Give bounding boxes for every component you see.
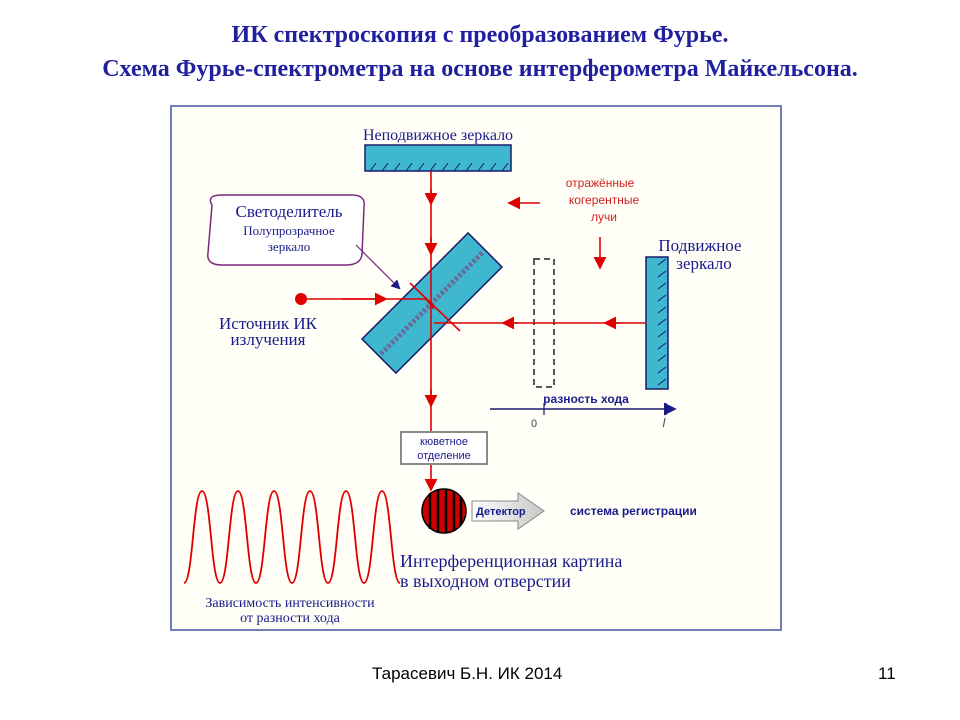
reflected-beams-label-3: лучи	[591, 210, 617, 224]
path-difference-label: разность хода	[543, 392, 629, 406]
movable-mirror-label-1: Подвижное	[658, 236, 741, 255]
reflected-beams-label-2: когерентные	[569, 193, 640, 207]
michelson-diagram: Неподвижное зеркало Подвижное зеркало	[183, 127, 742, 626]
movable-mirror	[645, 256, 669, 390]
intensity-dependence-label-2: от разности хода	[240, 611, 341, 626]
cuvette-label-1: кюветное	[420, 436, 468, 448]
registration-label: система регистрации	[570, 504, 697, 518]
beamsplitter	[360, 231, 504, 375]
beamsplitter-sub-1: Полупрозрачное	[243, 223, 335, 238]
intensity-dependence-label-1: Зависимость интенсивности	[205, 596, 375, 611]
slide-title-line-2: Схема Фурье-спектрометра на основе интер…	[102, 56, 858, 82]
michelson-diagram-panel: Неподвижное зеркало Подвижное зеркало	[170, 105, 782, 631]
light-beams	[302, 171, 646, 493]
footer-author: Тарасевич Б.Н. ИК 2014	[372, 664, 563, 683]
interference-label-2: в выходном отверстии	[400, 571, 571, 591]
beamsplitter-sub-2: зеркало	[268, 239, 310, 254]
reflected-beams-label-1: отражённые	[566, 176, 635, 190]
fixed-mirror-label: Неподвижное зеркало	[363, 127, 513, 144]
cuvette-label-2: отделение	[417, 450, 471, 462]
detector-label: Детектор	[476, 506, 526, 518]
ir-source-dot	[295, 293, 307, 305]
ir-source-label-2: излучения	[231, 330, 306, 349]
beamsplitter-callout	[207, 194, 365, 266]
interference-label-1: Интерференционная картина	[400, 551, 622, 571]
movable-mirror-label-2: зеркало	[676, 254, 731, 273]
detector-arrow	[471, 492, 545, 530]
interference-pattern-disc	[421, 488, 467, 534]
fixed-mirror	[364, 144, 512, 172]
intensity-curve	[183, 490, 401, 584]
page-number: 11	[878, 664, 896, 683]
axis-zero-label: 0	[531, 418, 537, 430]
ir-source-label-1: Источник ИК	[219, 314, 318, 333]
beamsplitter-label: Светоделитель	[235, 202, 342, 221]
slide-title-line-1: ИК спектроскопия с преобразованием Фурье…	[231, 22, 729, 48]
cuvette-compartment	[400, 431, 488, 465]
axis-end-label: l	[663, 416, 666, 430]
